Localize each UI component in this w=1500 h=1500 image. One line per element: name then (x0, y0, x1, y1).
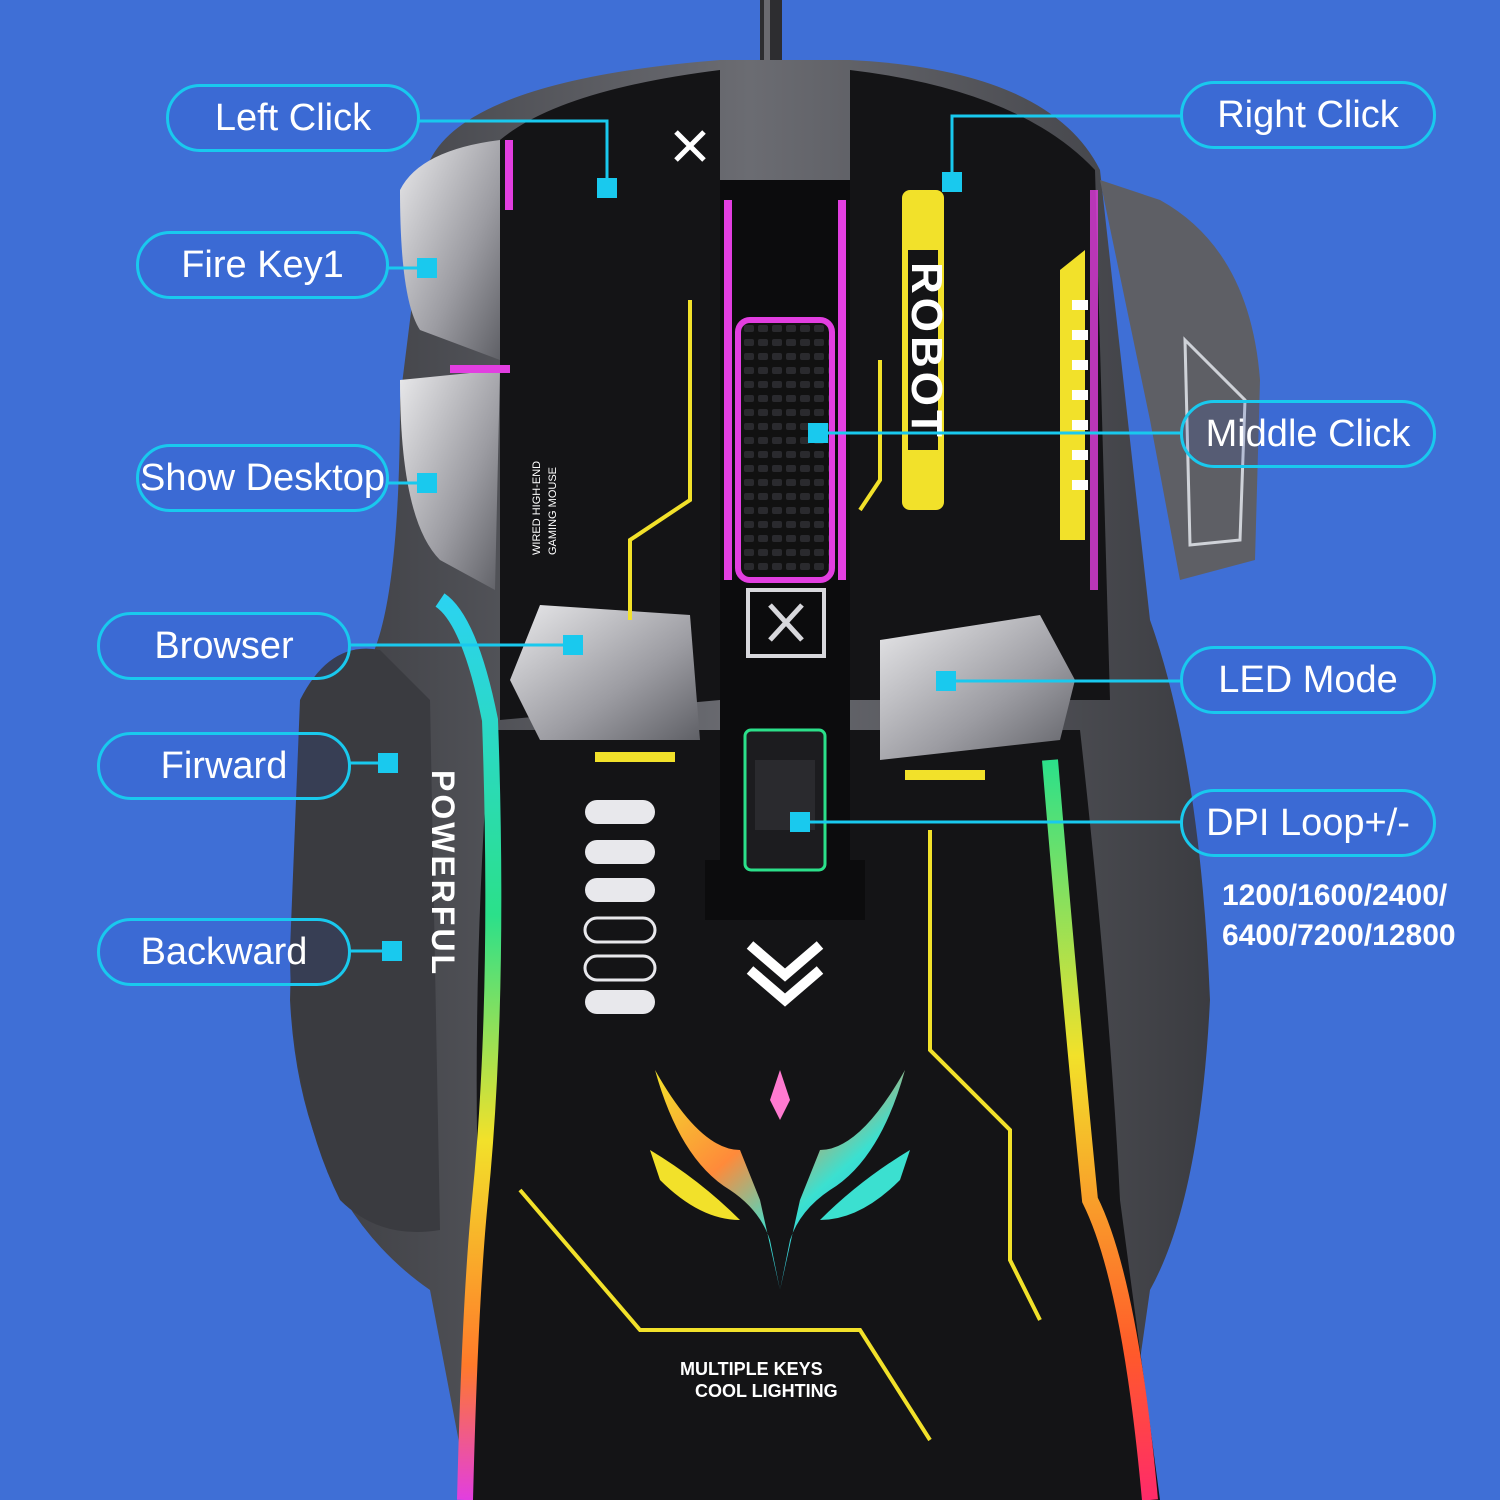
dpi-switch (743, 728, 827, 872)
flame-logo (650, 1070, 910, 1290)
robot-badge (902, 190, 944, 510)
rgb-light-strips (435, 140, 1158, 1500)
browser-label: Browser (97, 612, 351, 680)
left-click-label: Left Click (166, 84, 420, 152)
side-buttons (400, 140, 510, 590)
vent-bars (583, 800, 657, 1014)
show-desktop-label: Show Desktop (136, 444, 389, 512)
wired-print-line1: WIRED HIGH-END (531, 461, 543, 555)
dpi-loop-label: DPI Loop+/- (1180, 789, 1436, 857)
middle-click-label: Middle Click (1180, 400, 1436, 468)
robot-print: ROBOT (902, 262, 951, 441)
side-stripes (1060, 250, 1088, 540)
led-mode-label: LED Mode (1180, 646, 1436, 714)
top-buttons (510, 605, 1075, 780)
x-badge (746, 588, 826, 658)
chevron-down-icon (746, 941, 824, 1007)
dpi-values: 1200/1600/2400/ 6400/7200/12800 (1222, 876, 1456, 956)
dpi-values-line1: 1200/1600/2400/ (1222, 879, 1448, 912)
scroll-wheel (735, 317, 835, 583)
powerful-print: POWERFUL (425, 770, 461, 977)
cool-lighting-print: COOL LIGHTING (695, 1381, 838, 1401)
callout-leader-lines (350, 114, 1182, 953)
forward-label: Firward (97, 732, 351, 800)
circuit-decoration (518, 300, 1042, 1442)
callout-markers (378, 172, 962, 961)
multiple-keys-print: MULTIPLE KEYS (680, 1359, 823, 1379)
backward-label: Backward (97, 918, 351, 986)
close-x-icon (674, 130, 706, 162)
dpi-values-line2: 6400/7200/12800 (1222, 919, 1456, 952)
right-click-label: Right Click (1180, 81, 1436, 149)
fire-key1-label: Fire Key1 (136, 231, 389, 299)
wired-print-line2: GAMING MOUSE (547, 467, 559, 555)
